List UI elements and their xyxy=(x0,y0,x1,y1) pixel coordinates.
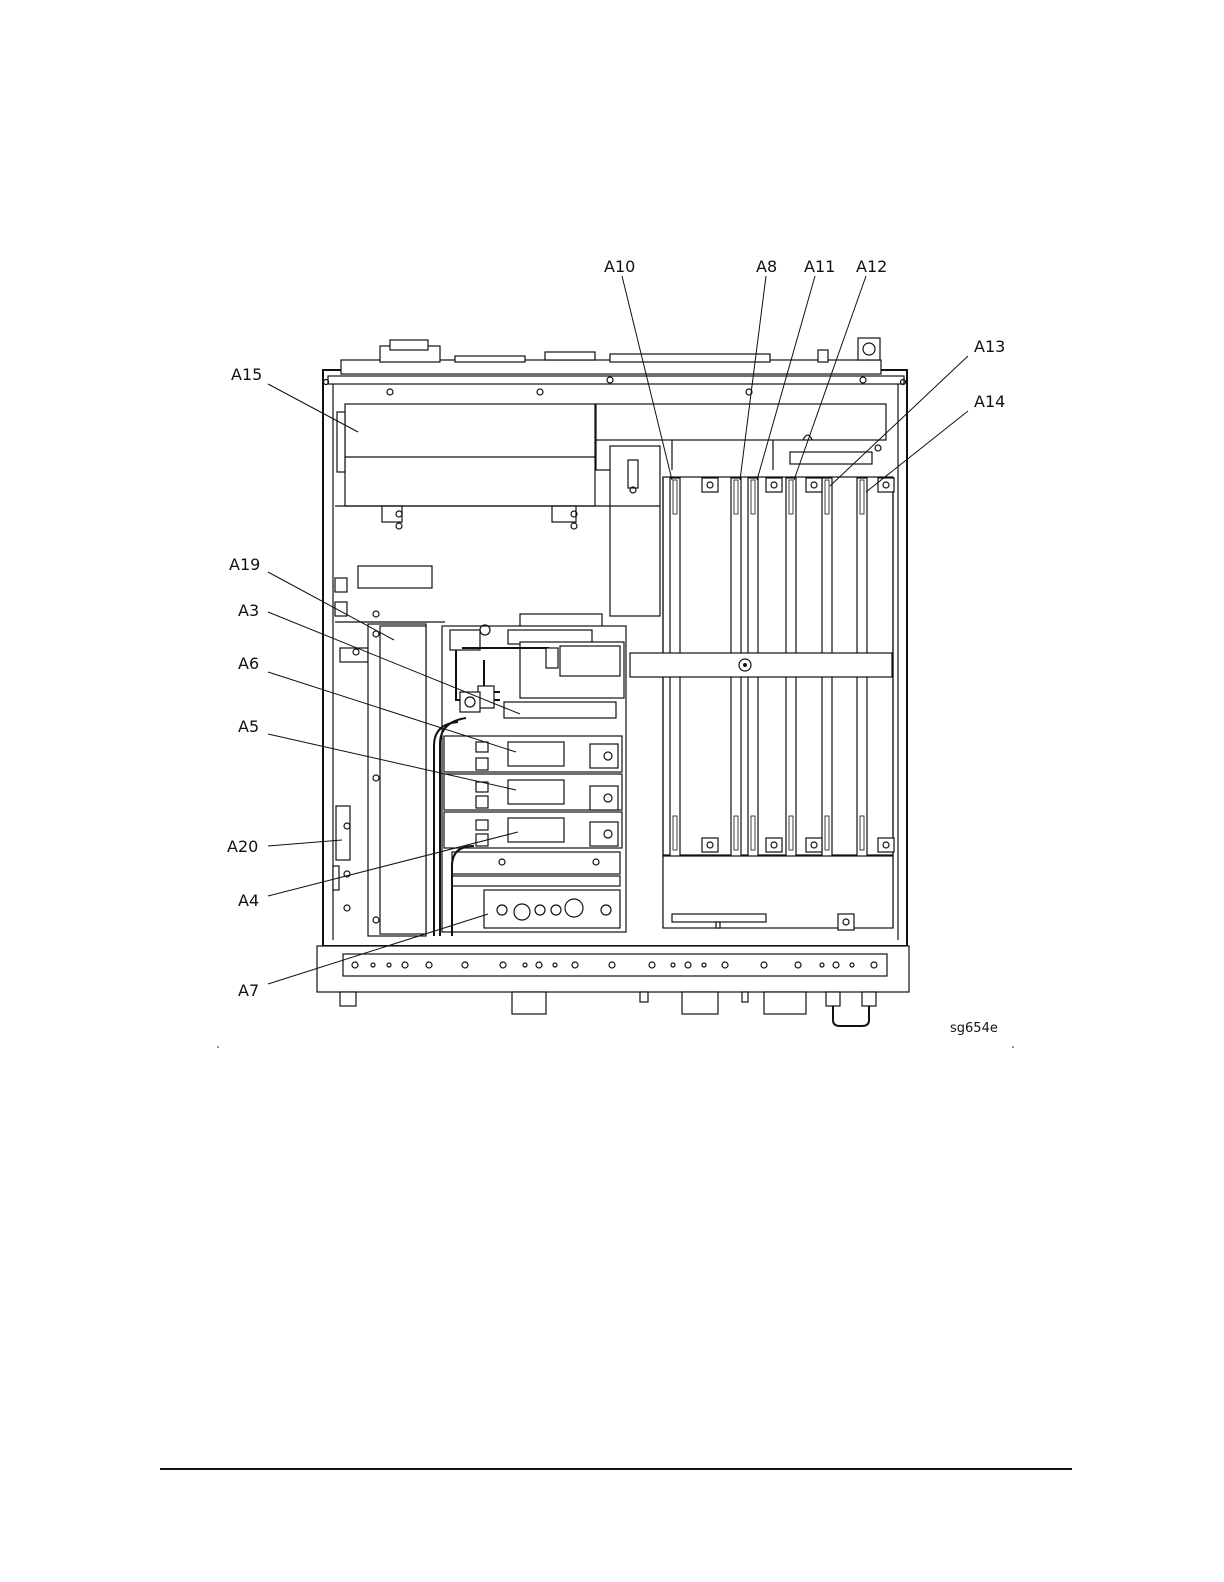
callout-a20: A20 xyxy=(227,837,258,856)
a19-module xyxy=(368,624,426,936)
crop-mark-left xyxy=(217,1046,219,1048)
callout-a14: A14 xyxy=(974,392,1005,411)
callout-a8: A8 xyxy=(756,257,777,276)
callout-a19: A19 xyxy=(229,555,260,574)
callout-a4: A4 xyxy=(238,891,259,910)
callout-a11: A11 xyxy=(804,257,835,276)
callout-a3: A3 xyxy=(238,601,259,620)
callout-a15: A15 xyxy=(231,365,262,384)
leader-a20 xyxy=(268,840,342,846)
card-cage xyxy=(630,477,894,930)
callout-a13: A13 xyxy=(974,337,1005,356)
callout-a7: A7 xyxy=(238,981,259,1000)
callout-a5: A5 xyxy=(238,717,259,736)
callout-a10: A10 xyxy=(604,257,635,276)
crop-mark-right xyxy=(1012,1046,1014,1048)
figure-id-label: sg654e xyxy=(950,1021,998,1036)
microwave-assembly xyxy=(434,625,626,936)
a15-power-supply xyxy=(337,404,595,529)
callout-a6: A6 xyxy=(238,654,259,673)
callout-a12: A12 xyxy=(856,257,887,276)
front-panel xyxy=(317,946,909,1026)
